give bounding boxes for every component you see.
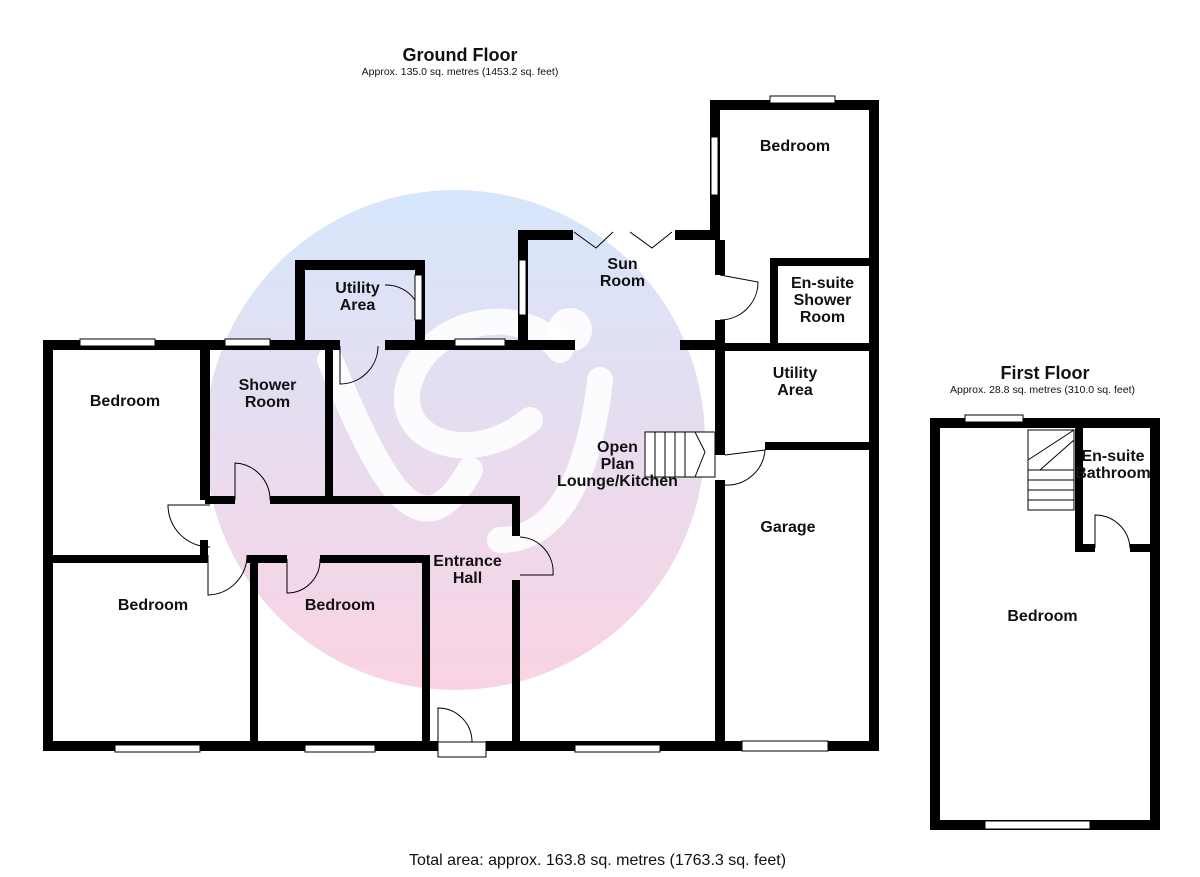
room-label-bedroom-top-left: Bedroom (89, 393, 161, 410)
ground-floor-title: Ground Floor (402, 45, 518, 65)
first-floor-title: First Floor (1000, 363, 1090, 383)
room-label-entrance-hall: Entrance Hall (433, 553, 502, 587)
first-floor-area: Approx. 28.8 sq. metres (310.0 sq. feet) (949, 384, 1135, 396)
first-floor-windows (964, 414, 1091, 830)
ground-floor-doors (167, 231, 776, 743)
first-floor-stairs (1027, 429, 1131, 549)
ground-floor-windows (79, 95, 836, 758)
room-label-first-floor-bedroom: Bedroom (1007, 608, 1078, 625)
room-label-utility-area-right: Utility Area (772, 365, 818, 399)
room-label-sun-room: Sun Room (599, 256, 646, 290)
room-label-open-plan-lounge-kitchen: Open Plan Lounge/Kitchen (557, 439, 678, 490)
room-label-shower-room: Shower Room (238, 377, 297, 411)
ground-floor-stairs (644, 431, 716, 478)
room-label-garage: Garage (760, 519, 816, 536)
room-label-ensuite-shower-room: En-suite Shower Room (790, 275, 855, 326)
room-label-ensuite-bathroom: En-suite Bathroom (1075, 448, 1151, 482)
total-area: Total area: approx. 163.8 sq. metres (17… (408, 852, 787, 869)
ground-floor-area: Approx. 135.0 sq. metres (1453.2 sq. fee… (361, 66, 559, 78)
room-label-bedroom-top-right: Bedroom (759, 138, 831, 155)
room-label-bedroom-bottom-middle: Bedroom (304, 597, 376, 614)
room-label-bedroom-bottom-left: Bedroom (117, 597, 189, 614)
room-label-utility-area-top: Utility Area (335, 280, 380, 314)
